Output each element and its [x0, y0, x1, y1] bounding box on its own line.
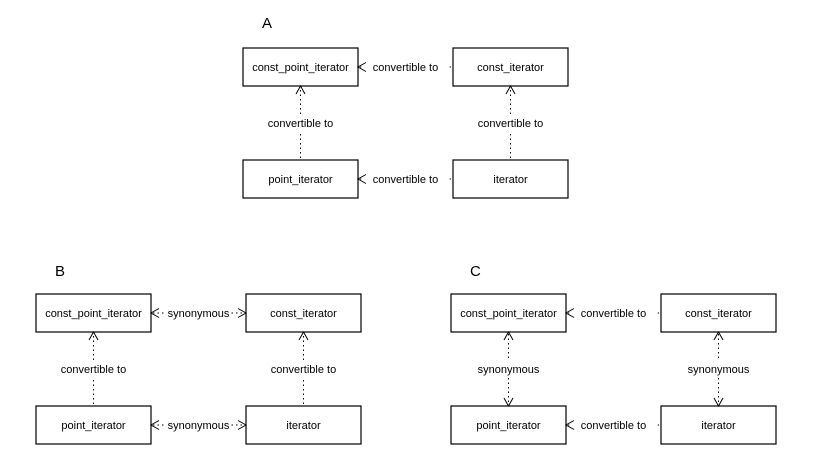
- arrowhead: [237, 308, 248, 318]
- node-it: iterator: [660, 405, 777, 445]
- node-label: point_iterator: [476, 420, 541, 432]
- arrowhead: [298, 330, 309, 341]
- node-label: const_point_iterator: [460, 308, 557, 320]
- arrowhead: [356, 174, 367, 184]
- node-it: iterator: [452, 159, 569, 199]
- node-label: const_iterator: [270, 308, 337, 320]
- arrowhead: [713, 330, 724, 341]
- node-box: [245, 293, 362, 333]
- arrowhead: [149, 308, 160, 318]
- node-cpi: const_point_iterator: [242, 47, 359, 87]
- node-ci: const_iterator: [452, 47, 569, 87]
- edge: convertible to: [61, 330, 126, 404]
- edge: synonymous: [149, 420, 248, 432]
- edge: convertible to: [271, 330, 336, 404]
- edge-label: synonymous: [688, 364, 750, 376]
- edge-label: convertible to: [581, 420, 646, 432]
- edge-label: convertible to: [581, 308, 646, 320]
- node-label: iterator: [286, 420, 321, 432]
- edge: convertible to: [356, 174, 451, 186]
- panel-letter: A: [262, 15, 272, 32]
- node-label: const_point_iterator: [252, 62, 349, 74]
- node-label: iterator: [493, 174, 528, 186]
- node-box: [242, 159, 359, 199]
- edge-label: convertible to: [373, 174, 438, 186]
- edge-label: convertible to: [268, 118, 333, 130]
- edge: synonymous: [478, 330, 540, 408]
- edge: synonymous: [149, 308, 248, 320]
- edge: synonymous: [688, 330, 750, 408]
- node-box: [452, 47, 569, 87]
- edge: convertible to: [564, 308, 659, 320]
- node-label: iterator: [701, 420, 736, 432]
- arrowhead: [149, 420, 160, 430]
- node-pi: point_iterator: [242, 159, 359, 199]
- node-cpi: const_point_iterator: [450, 293, 567, 333]
- arrowhead: [564, 308, 575, 318]
- node-label: const_iterator: [685, 308, 752, 320]
- arrowhead: [295, 84, 306, 95]
- edge-label: synonymous: [168, 420, 230, 432]
- node-box: [245, 405, 362, 445]
- node-label: point_iterator: [61, 420, 126, 432]
- node-ci: const_iterator: [245, 293, 362, 333]
- node-box: [660, 293, 777, 333]
- edge: convertible to: [356, 62, 451, 74]
- arrowhead: [356, 62, 367, 72]
- panel-letter: C: [470, 263, 481, 280]
- edge-label: synonymous: [478, 364, 540, 376]
- arrowhead: [503, 330, 514, 341]
- edge-label: convertible to: [271, 364, 336, 376]
- node-label: const_point_iterator: [45, 308, 142, 320]
- edge: convertible to: [268, 84, 333, 158]
- arrowhead: [505, 84, 516, 95]
- panel-letter: B: [55, 263, 65, 280]
- node-label: const_iterator: [477, 62, 544, 74]
- arrowhead: [88, 330, 99, 341]
- edge: convertible to: [564, 420, 659, 432]
- edge-label: convertible to: [61, 364, 126, 376]
- node-label: point_iterator: [268, 174, 333, 186]
- arrowhead: [503, 397, 514, 408]
- edge: convertible to: [478, 84, 543, 158]
- node-box: [35, 293, 152, 333]
- arrowhead: [237, 420, 248, 430]
- node-ci: const_iterator: [660, 293, 777, 333]
- node-cpi: const_point_iterator: [35, 293, 152, 333]
- node-pi: point_iterator: [450, 405, 567, 445]
- node-box: [35, 405, 152, 445]
- edge-label: synonymous: [168, 308, 230, 320]
- arrowhead: [713, 397, 724, 408]
- edge-label: convertible to: [373, 62, 438, 74]
- node-box: [242, 47, 359, 87]
- edge-label: convertible to: [478, 118, 543, 130]
- node-box: [452, 159, 569, 199]
- arrowhead: [564, 420, 575, 430]
- node-it: iterator: [245, 405, 362, 445]
- node-pi: point_iterator: [35, 405, 152, 445]
